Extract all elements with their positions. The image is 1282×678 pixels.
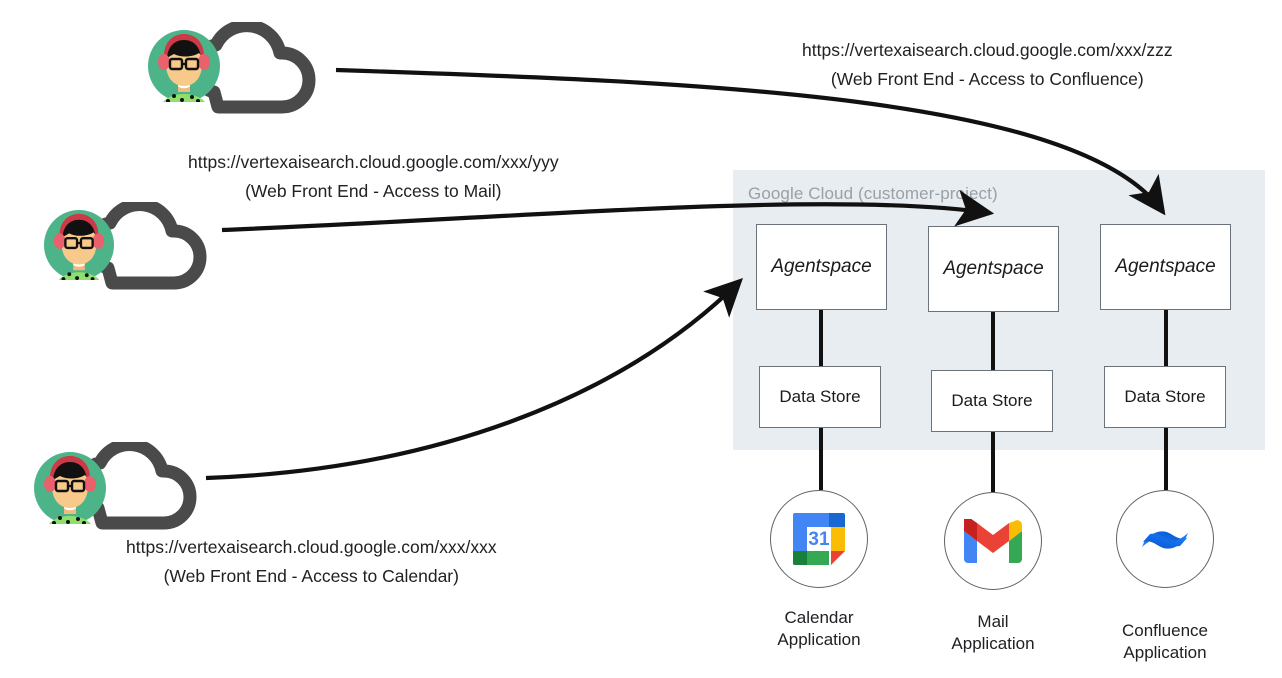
app-caption-line1: Calendar: [784, 608, 854, 627]
user-cloud-group-confluence: [140, 19, 350, 127]
user-avatar-icon: [34, 452, 106, 524]
app-caption-line2: Application: [777, 630, 861, 650]
url-description: (Web Front End - Access to Calendar): [163, 565, 459, 586]
user-cloud-group-mail: [38, 198, 238, 303]
app-caption-line2: Application: [1123, 643, 1207, 663]
connector-datastore-app-2: [991, 430, 995, 492]
app-caption-line1: Confluence: [1121, 621, 1208, 640]
url-text: https://vertexaisearch.cloud.google.com/…: [126, 537, 497, 557]
gmail-icon: [964, 519, 1022, 563]
agentspace-label: Agentspace: [1115, 256, 1216, 277]
agentspace-box-confluence[interactable]: Agentspace: [1100, 224, 1231, 310]
app-caption-mail: Mail Application: [898, 611, 1088, 656]
user-cloud-group-calendar: [28, 438, 228, 543]
connector-datastore-app-1: [819, 426, 823, 490]
app-caption-line1: Mail: [977, 612, 1009, 631]
datastore-label: Data Store: [779, 387, 861, 406]
app-circle-calendar[interactable]: 31: [770, 490, 868, 588]
url-caption-confluence: https://vertexaisearch.cloud.google.com/…: [802, 36, 1173, 94]
app-caption-calendar: Calendar Application: [724, 607, 914, 652]
connector-agentspace-datastore-2: [991, 310, 995, 370]
url-caption-calendar: https://vertexaisearch.cloud.google.com/…: [126, 533, 497, 591]
datastore-label: Data Store: [1124, 387, 1206, 406]
url-text: https://vertexaisearch.cloud.google.com/…: [188, 152, 559, 172]
google-cloud-container-label: Google Cloud (customer-project): [748, 184, 998, 203]
agentspace-box-calendar[interactable]: Agentspace: [756, 224, 887, 310]
datastore-box-mail[interactable]: Data Store: [931, 370, 1053, 432]
arrow-calendar-user: [205, 278, 743, 481]
agentspace-label: Agentspace: [771, 256, 872, 277]
connector-agentspace-datastore-1: [819, 308, 823, 368]
datastore-box-confluence[interactable]: Data Store: [1104, 366, 1226, 428]
connector-datastore-app-3: [1164, 426, 1168, 490]
app-caption-confluence: Confluence Application: [1070, 620, 1260, 665]
google-calendar-icon: 31: [793, 513, 845, 565]
confluence-icon: [1142, 531, 1188, 549]
user-avatar-icon: [148, 30, 220, 102]
app-caption-line2: Application: [951, 634, 1035, 654]
url-description: (Web Front End - Access to Confluence): [830, 68, 1144, 89]
url-description: (Web Front End - Access to Mail): [245, 180, 502, 201]
agentspace-box-mail[interactable]: Agentspace: [928, 226, 1059, 312]
url-caption-mail: https://vertexaisearch.cloud.google.com/…: [188, 148, 559, 206]
svg-text:31: 31: [808, 529, 830, 550]
connector-agentspace-datastore-3: [1164, 308, 1168, 368]
datastore-box-calendar[interactable]: Data Store: [759, 366, 881, 428]
agentspace-label: Agentspace: [943, 258, 1044, 279]
app-circle-confluence[interactable]: [1116, 490, 1214, 588]
url-text: https://vertexaisearch.cloud.google.com/…: [802, 40, 1173, 60]
user-avatar-icon: [44, 210, 114, 280]
datastore-label: Data Store: [951, 391, 1033, 410]
app-circle-mail[interactable]: [944, 492, 1042, 590]
